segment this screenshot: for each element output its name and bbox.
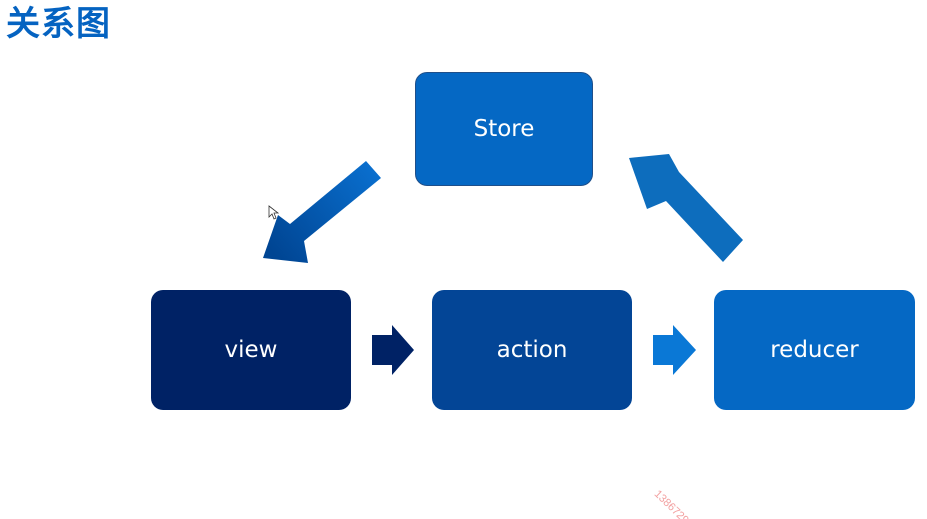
node-store: Store — [415, 72, 593, 186]
arrow-store-to-view — [263, 161, 381, 263]
watermark-text: 13867298 — [651, 488, 696, 519]
mouse-cursor-icon — [268, 205, 280, 220]
node-view: view — [151, 290, 351, 410]
node-action: action — [432, 290, 632, 410]
page-title: 关系图 — [6, 4, 111, 44]
arrow-view-to-action — [372, 325, 414, 375]
arrow-reducer-to-store — [629, 154, 743, 262]
arrow-action-to-reducer — [653, 325, 696, 375]
node-reducer: reducer — [714, 290, 915, 410]
